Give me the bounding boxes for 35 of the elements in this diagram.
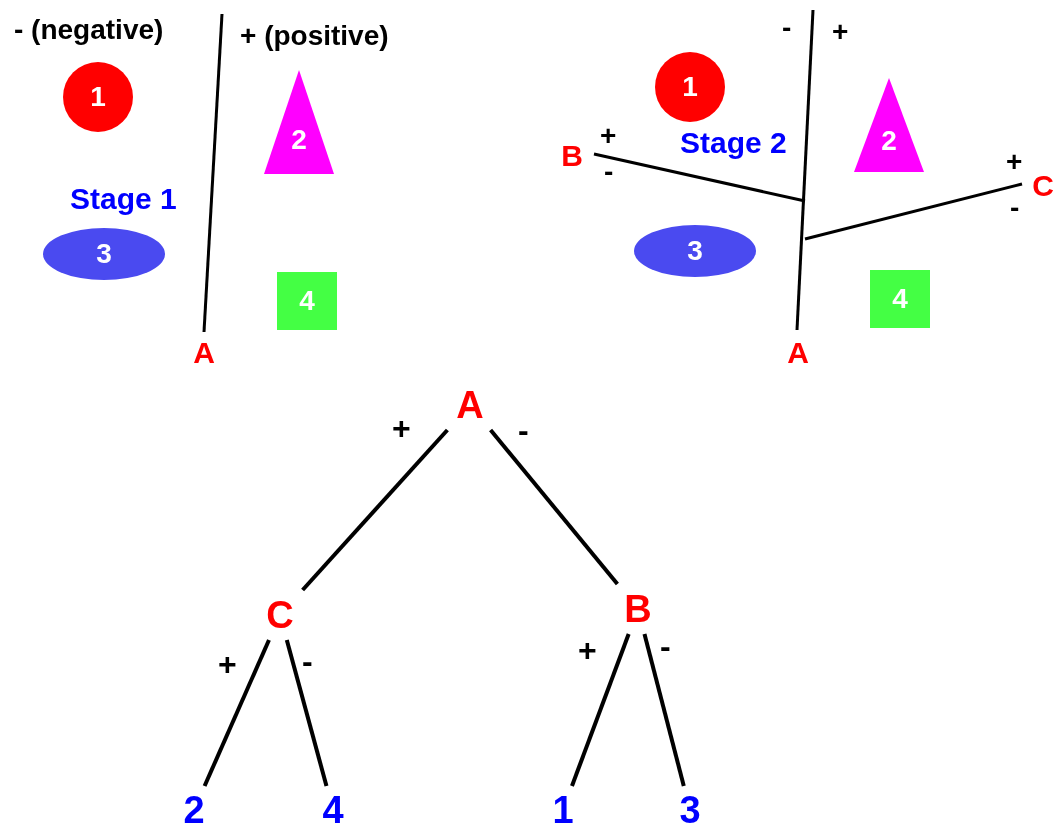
sign-label: + [600, 122, 617, 150]
sign-label: + [832, 18, 849, 46]
stage-label: Stage 2 [680, 128, 787, 158]
side-label: - (negative) [14, 16, 164, 44]
sign-label: - [1010, 194, 1020, 222]
tree-branch [202, 639, 271, 787]
tree-branch [284, 639, 329, 787]
tree-branch [642, 633, 686, 787]
tree-branch [301, 428, 449, 592]
numbered-triangle: 2 [854, 78, 924, 172]
tree-branch [570, 633, 631, 787]
sign-label: - [782, 14, 792, 42]
numbered-square: 4 [277, 272, 337, 330]
leaf-number: 3 [668, 790, 712, 830]
numbered-circle: 1 [655, 52, 725, 122]
side-label: + (positive) [240, 22, 389, 50]
line-letter: A [191, 338, 217, 368]
leaf-number: 1 [541, 790, 585, 830]
sign-label: - [604, 158, 614, 186]
line-letter: C [1030, 170, 1056, 202]
sign-label: + [1006, 148, 1023, 176]
leaf-number: 2 [172, 790, 216, 830]
tree-node-letter: B [616, 588, 660, 630]
numbered-square: 4 [870, 270, 930, 328]
line-letter: B [558, 140, 586, 172]
numbered-circle: 1 [63, 62, 133, 132]
stage-label: Stage 1 [70, 184, 177, 214]
line-letter: A [785, 338, 811, 368]
numbered-ellipse: 3 [634, 225, 756, 277]
tree-node-letter: C [258, 594, 302, 636]
tree-node-letter: A [448, 384, 492, 426]
tree-branch [489, 428, 619, 586]
numbered-triangle: 2 [264, 70, 334, 174]
leaf-number: 4 [311, 790, 355, 830]
numbered-ellipse: 3 [43, 228, 165, 280]
